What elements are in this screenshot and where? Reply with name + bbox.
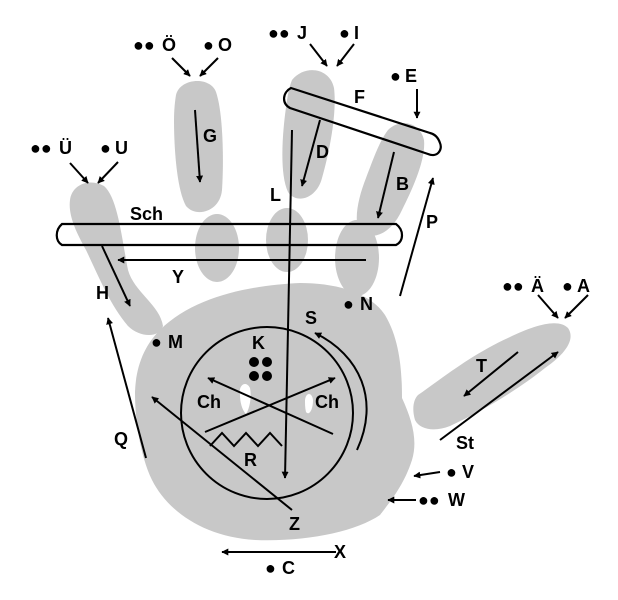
label-o: O: [218, 35, 232, 55]
label-v: V: [462, 462, 474, 482]
middle-finger-upper: [282, 70, 335, 199]
label-ch-right: Ch: [315, 392, 339, 412]
k-dot: [249, 371, 259, 381]
label-s: S: [305, 308, 317, 328]
j-arrow: [309, 43, 328, 67]
label-p: P: [426, 212, 438, 232]
palm-circle: [180, 326, 354, 500]
dots-w: ●●: [418, 490, 440, 510]
brackets: [55, 86, 442, 247]
middle-finger-lower: [266, 208, 308, 272]
i-arrow: [336, 43, 355, 67]
l-arrow: [281, 129, 293, 479]
d-arrow: [300, 119, 321, 187]
label-r: R: [244, 450, 257, 470]
label-sch: Sch: [130, 204, 163, 224]
ch-right-arrow: [204, 377, 336, 433]
q-arrow: [106, 317, 147, 459]
label-k: K: [252, 333, 265, 353]
label-j: J: [297, 23, 307, 43]
sch-bracket: [55, 222, 404, 247]
index-finger-upper: [356, 123, 425, 236]
little-finger: [69, 182, 163, 335]
label-n: N: [360, 294, 373, 314]
dots-m: ●: [151, 332, 162, 352]
dots-a: ●: [562, 276, 573, 296]
label-a-umlaut: Ä: [531, 276, 544, 296]
label-g: G: [203, 126, 217, 146]
hand-silhouette: [69, 70, 571, 541]
dots-o: ●: [203, 35, 214, 55]
dots-u: ●: [100, 138, 111, 158]
label-f: F: [354, 87, 365, 107]
o-umlaut-arrow: [171, 57, 191, 77]
a-umlaut-arrow: [537, 294, 559, 319]
dots-a-umlaut: ●●: [502, 276, 524, 296]
label-u-umlaut: Ü: [59, 138, 72, 158]
label-m: M: [168, 332, 183, 352]
dots-v: ●: [446, 462, 457, 482]
label-d: D: [316, 142, 329, 162]
label-u: U: [115, 138, 128, 158]
a-arrow: [564, 294, 589, 319]
index-finger-lower: [335, 220, 379, 296]
o-arrow: [199, 57, 219, 77]
label-ch-left: Ch: [197, 392, 221, 412]
p-arrow: [399, 177, 435, 297]
dots-j: ●●: [268, 23, 290, 43]
arrows: [69, 43, 589, 556]
v-arrow: [413, 471, 441, 479]
label-q: Q: [114, 429, 128, 449]
palm-shape: [135, 283, 415, 541]
label-z: Z: [289, 514, 300, 534]
dots-o-umlaut: ●●: [133, 35, 155, 55]
k-dot-cluster: [249, 357, 272, 381]
label-o-umlaut: Ö: [162, 35, 176, 55]
z-arrow: [151, 396, 293, 511]
ch-left-arrow: [207, 377, 334, 435]
b-arrow: [376, 151, 395, 219]
r-zigzag-line: [209, 431, 283, 448]
label-l: L: [270, 185, 281, 205]
labels: ●● Ö ● O ●● J ● I ● E F G D B L ●● Ü ● U…: [30, 23, 590, 578]
palm-highlights: [239, 384, 313, 414]
dots-u-umlaut: ●●: [30, 138, 52, 158]
label-h: H: [96, 283, 109, 303]
f-bracket: [283, 86, 442, 157]
label-st: St: [456, 433, 474, 453]
palm-highlight-2: [305, 394, 313, 414]
h-arrow: [101, 245, 131, 307]
label-c: C: [282, 558, 295, 578]
dots-i: ●: [339, 23, 350, 43]
g-arrow: [194, 109, 204, 183]
thumb-shape: [413, 323, 571, 430]
dots-e: ●: [390, 66, 401, 86]
palm-highlight-1: [239, 384, 251, 414]
k-dot: [262, 371, 272, 381]
dots-c: ●: [265, 558, 276, 578]
label-x: X: [334, 542, 346, 562]
label-i: I: [354, 23, 359, 43]
label-t: T: [476, 356, 487, 376]
label-y: Y: [172, 267, 184, 287]
u-umlaut-arrow: [69, 162, 89, 184]
label-a: A: [577, 276, 590, 296]
u-arrow: [97, 161, 119, 184]
dots-n: ●: [343, 294, 354, 314]
ring-finger-lower: [195, 214, 239, 282]
k-dot: [249, 357, 259, 367]
label-e: E: [405, 66, 417, 86]
k-dot: [262, 357, 272, 367]
t-arrow: [463, 351, 519, 397]
st-arrow: [439, 351, 559, 441]
label-b: B: [396, 174, 409, 194]
s-arc-arrow: [314, 332, 368, 451]
label-w: W: [448, 490, 465, 510]
